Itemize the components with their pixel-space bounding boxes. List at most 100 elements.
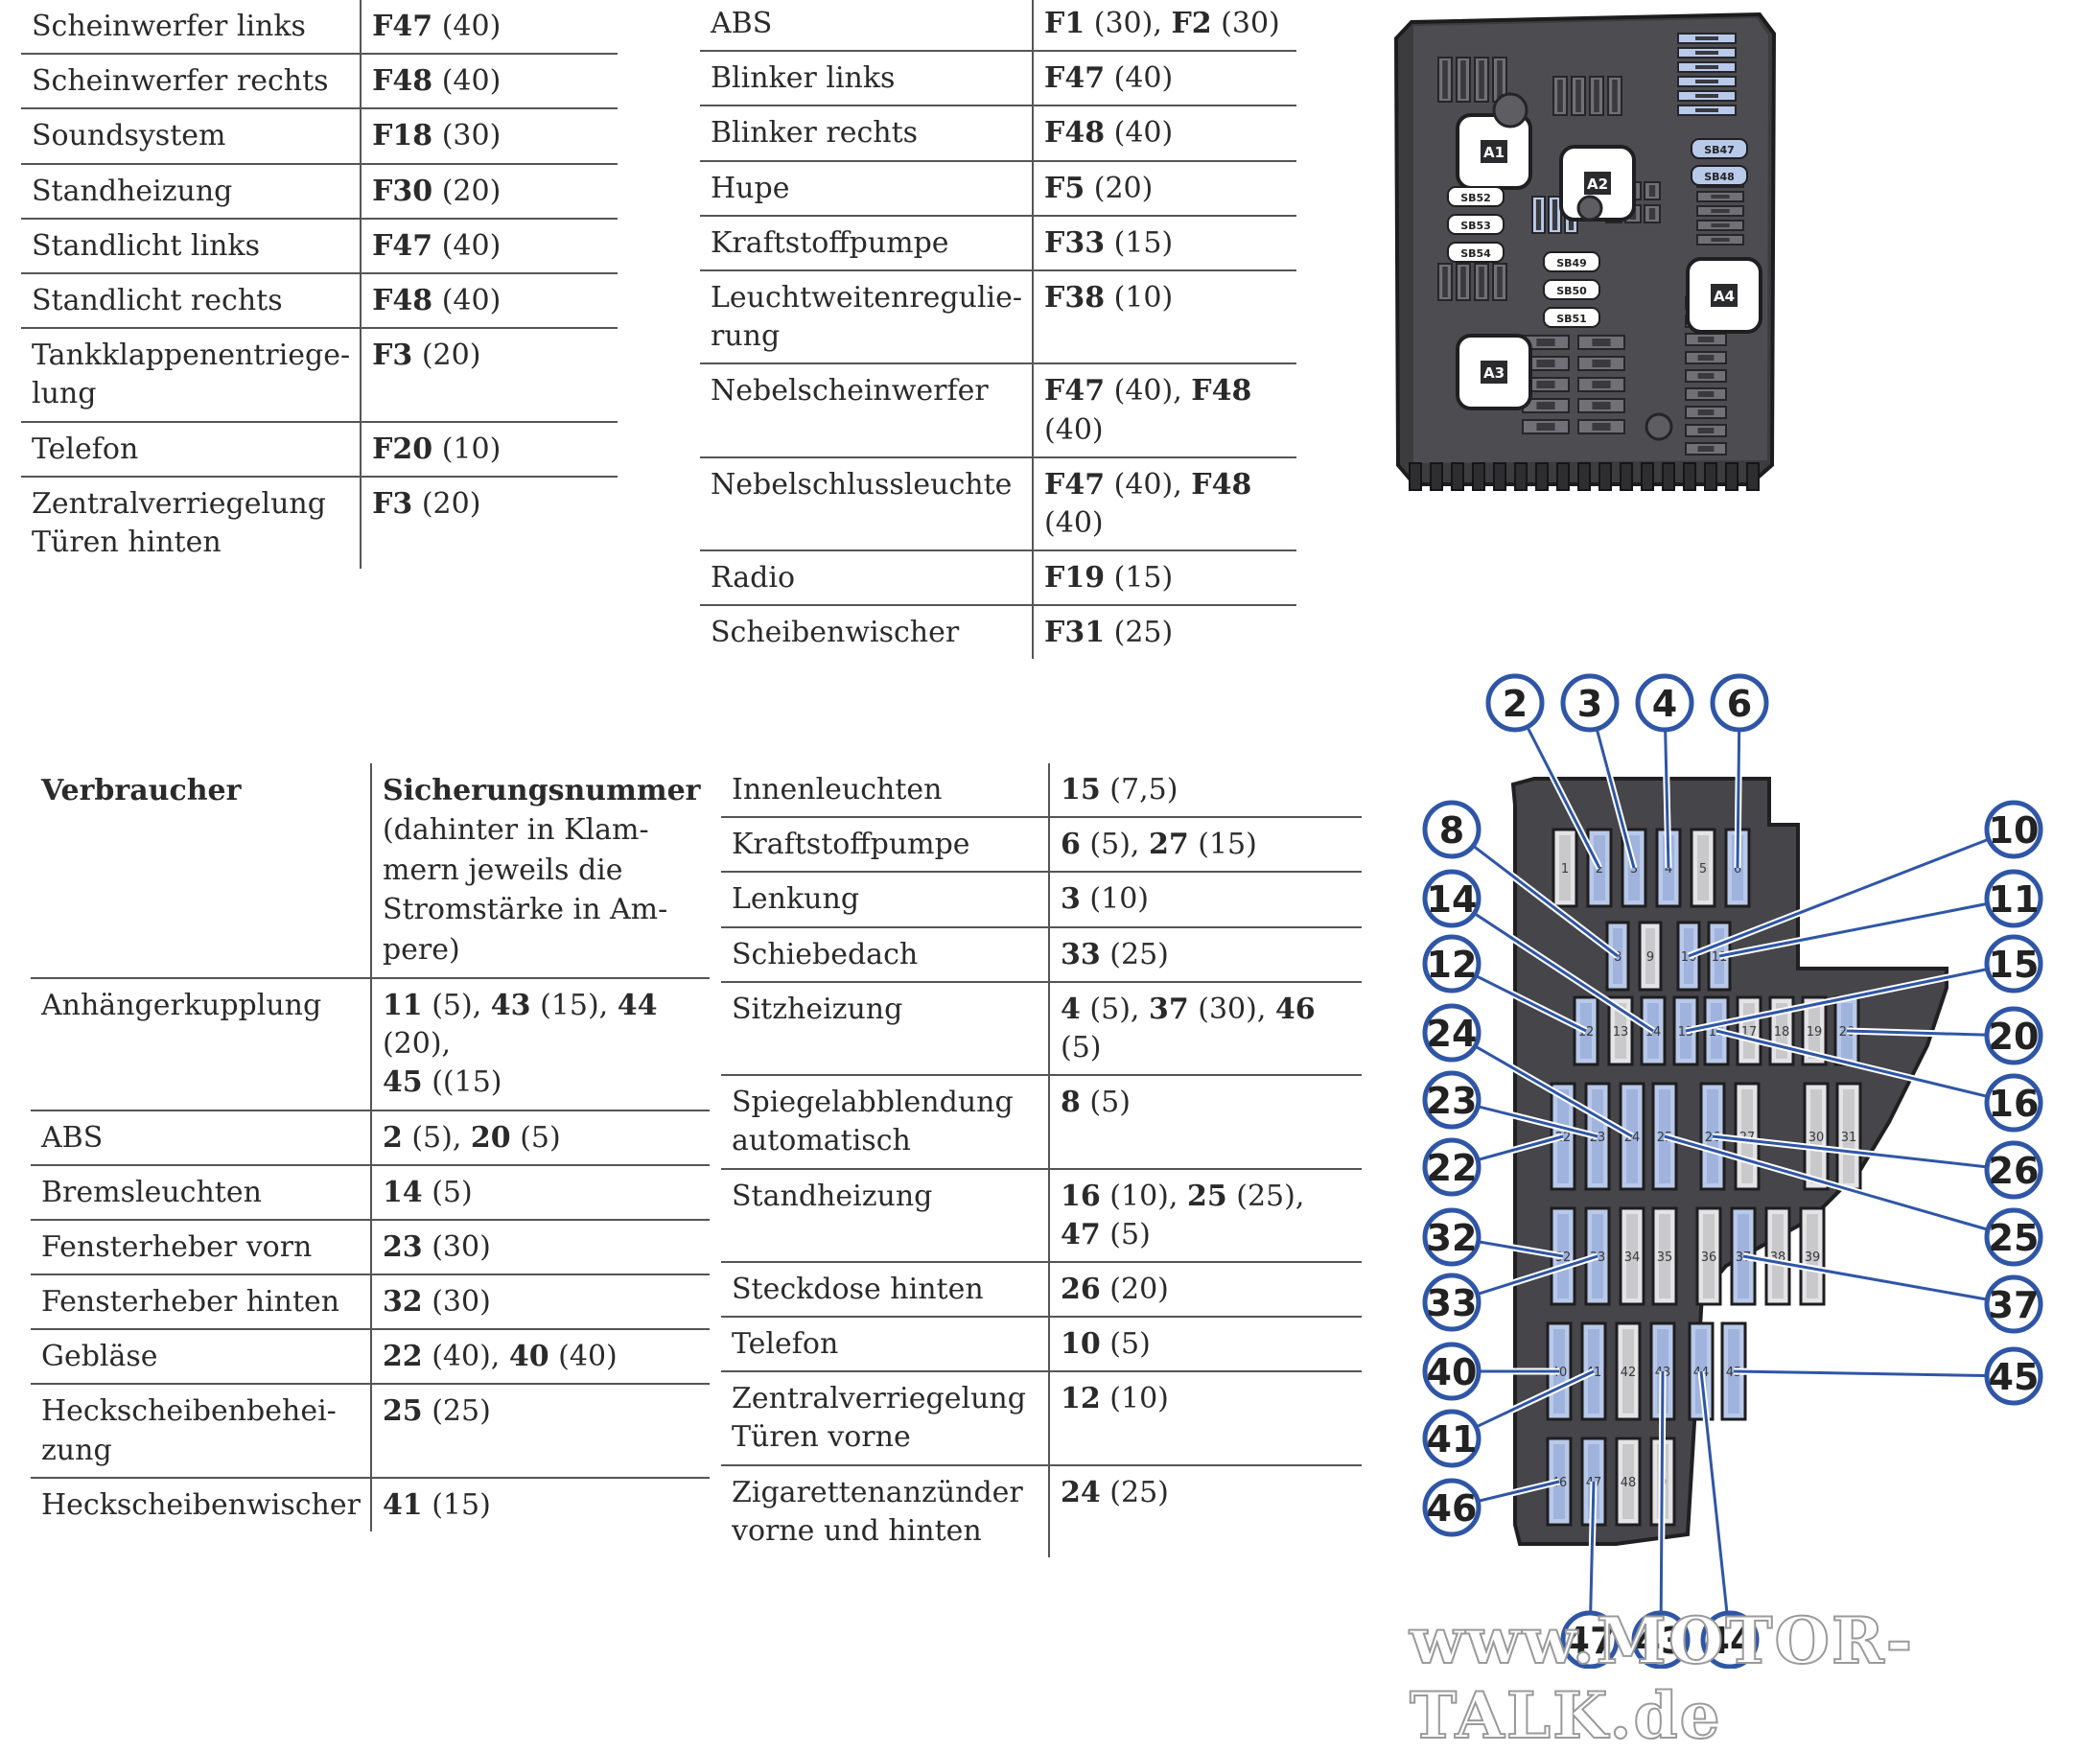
fuse-cell: 41 (15)	[371, 1478, 711, 1531]
fuse-number: F47	[1044, 467, 1106, 502]
sb-fuse	[1447, 214, 1505, 235]
fuse-cell: 32 (30)	[370, 1274, 711, 1331]
fuse-amperage: (40),	[1105, 467, 1192, 502]
callout-number: 4	[1652, 683, 1677, 725]
callout-number: 16	[1989, 1083, 2040, 1125]
fuse-slot-inner	[1592, 339, 1611, 346]
consumer-cell: ABS	[31, 1110, 372, 1166]
callout-circle	[1984, 869, 2043, 928]
fuse-amperage: (40)	[548, 1340, 618, 1374]
consumer-cell: Standheizung	[21, 163, 362, 220]
fuse-amperage: (40)	[432, 283, 502, 317]
fuse-amperage: (5),	[402, 1120, 471, 1155]
callout-number: 3	[1577, 683, 1602, 725]
fuse-number: 11	[382, 988, 423, 1022]
relay-label: A1	[1483, 144, 1505, 161]
fuse-38-inner	[1772, 1214, 1784, 1298]
relay-label: A3	[1483, 364, 1505, 382]
bottom-tooth	[1620, 462, 1633, 491]
callout-circle	[1422, 1137, 1482, 1197]
engine-box-bolt	[1492, 92, 1528, 129]
fuse-36-inner	[1703, 1214, 1715, 1298]
fuse-amperage: (10)	[1080, 882, 1149, 917]
bottom-tooth	[1493, 462, 1506, 491]
callout-circle	[1422, 1478, 1482, 1537]
fuse-number: 20	[470, 1120, 511, 1155]
sb-fuse-label: SB49	[1556, 257, 1587, 269]
fuse-cell: 23 (30)	[370, 1219, 711, 1276]
consumer-cell: Heckscheibenbehei-zung	[31, 1384, 372, 1479]
fuse-number: 24	[1061, 1475, 1101, 1509]
callout-circle	[1485, 673, 1545, 733]
fuse-amperage: (25)	[1100, 1475, 1169, 1509]
fuse-amperage: (10)	[1105, 280, 1174, 315]
fuse-number-label: 4	[1665, 862, 1672, 876]
fuse-cell: 15 (7,5)	[1049, 763, 1362, 819]
fuse-number-label: 1	[1561, 862, 1569, 876]
fuse-number: 44	[617, 988, 658, 1022]
fuse-amperage: (5),	[1080, 828, 1149, 862]
callout-number: 22	[1427, 1147, 1478, 1189]
callout-circle	[1560, 673, 1620, 733]
fuse-slot-inner	[1592, 360, 1611, 367]
fuse-number: 46	[1274, 992, 1316, 1026]
bottom-tooth	[1472, 462, 1485, 491]
engine-fuse-slots	[1437, 33, 1744, 456]
fuse-number-label: 34	[1624, 1250, 1641, 1265]
fuse-number-label: 30	[1808, 1131, 1825, 1145]
consumer-cell: Soundsystem	[21, 108, 362, 165]
fuse-cell: 4 (5), 37 (30), 46 (5)	[1049, 981, 1362, 1077]
fuse-amperage: (5)	[1100, 1327, 1151, 1362]
callout-line	[1688, 828, 2015, 958]
callout-circle	[1984, 1073, 2043, 1133]
fuse-number-label: 35	[1657, 1250, 1673, 1265]
fuse-cell: F48 (40)	[361, 54, 618, 110]
fuse-amperage: (25)	[1105, 616, 1174, 650]
fuse-cell: F48 (40)	[361, 272, 618, 330]
callout-number: 24	[1427, 1013, 1478, 1055]
fuse-amperage: (40)	[1105, 61, 1174, 96]
fuse-number: F48	[1044, 116, 1106, 151]
fuse-cell: F47 (40), F48 (40)	[1033, 456, 1296, 552]
fuse-cell: 3 (10)	[1049, 872, 1362, 928]
consumer-cell: Sitzheizung	[721, 981, 1050, 1077]
sb-fuse	[1543, 251, 1600, 272]
callout-number: 12	[1427, 944, 1478, 986]
fuse-cell: F48 (40)	[1033, 105, 1296, 162]
fuse-amperage: (5)	[422, 1175, 473, 1209]
fuse-cell: F20 (10)	[361, 421, 618, 478]
fuse-number-label: 31	[1841, 1131, 1857, 1145]
fuse-slot-inner	[1497, 267, 1503, 297]
fuse-amperage: ((15)	[422, 1065, 502, 1100]
consumer-cell: Kraftstoffpumpe	[721, 817, 1050, 874]
fuse-amperage: (40)	[1105, 116, 1174, 151]
fuse-cell: 8 (5)	[1049, 1075, 1362, 1170]
fuse-cell: F47 (40)	[361, 218, 618, 274]
fuse-cell: F47 (40), F48 (40)	[1033, 363, 1296, 458]
fuse-amperage: (15)	[1105, 225, 1174, 260]
consumer-cell: Nebelschlussleuchte	[700, 456, 1035, 552]
callout-number: 43	[1636, 1620, 1687, 1662]
fuse-slot-inner	[1711, 238, 1730, 242]
fuse-slot-inner	[1697, 409, 1715, 415]
callout-number: 45	[1989, 1356, 2040, 1398]
relay-label-bg	[1711, 284, 1738, 307]
callout-line	[1451, 828, 1619, 958]
callout-circle	[1422, 1070, 1482, 1130]
fuse-amperage: (40)	[432, 228, 502, 263]
callout-circle	[1984, 1006, 2043, 1065]
callout-circle	[1984, 1274, 2043, 1334]
consumer-cell: Steckdose hinten	[721, 1261, 1050, 1319]
consumer-cell: ABS	[700, 0, 1035, 53]
fuse-number: F5	[1044, 171, 1085, 205]
fuse-amperage: (10)	[1100, 1382, 1169, 1416]
fuse-number-label: 48	[1621, 1476, 1637, 1490]
